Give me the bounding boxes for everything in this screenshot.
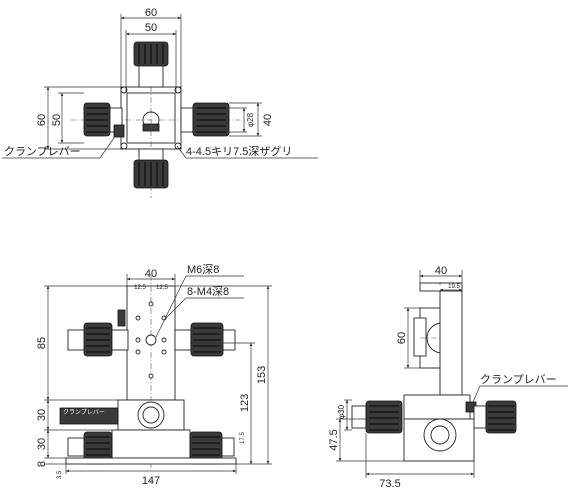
dim-right-123: 123 — [239, 394, 251, 412]
clamp-lever-tag: クランプレバー — [63, 409, 105, 416]
screw-icon — [120, 86, 128, 94]
micrometer-sleeve — [221, 437, 235, 457]
callout-m6: M6深8 — [187, 263, 219, 276]
dim-front-12-5-b: 12.5 — [156, 285, 168, 291]
micrometer-sleeve — [67, 329, 85, 351]
dim-left-3-5: 3.5 — [57, 470, 63, 479]
dim-side-73-5: 73.5 — [379, 478, 400, 490]
dim-front-12-5-a: 12.5 — [134, 285, 146, 291]
callout-mount-holes: 4-4.5キリ7.5深ザグリ — [186, 144, 292, 158]
clamp-lever-bar — [59, 407, 119, 425]
dim-right-40: 40 — [262, 114, 274, 126]
dim-top-60: 60 — [145, 7, 157, 19]
micrometer-sleeve — [351, 405, 367, 429]
base-plate — [65, 457, 237, 465]
dim-left-85: 85 — [36, 337, 48, 349]
callout-m4: 8-M4深8 — [187, 285, 229, 298]
dim-left-60: 60 — [36, 114, 48, 126]
micrometer-sleeve — [174, 329, 192, 351]
lower-stage — [111, 429, 191, 459]
l-bracket — [439, 282, 463, 396]
front-view: クランプレバー 40 12.5 12.5 M6深8 8-M4深8 — [36, 263, 272, 487]
dim-left-8: 8 — [36, 461, 48, 467]
dim-front-40: 40 — [145, 268, 157, 280]
dim-right-153: 153 — [256, 366, 268, 384]
center-hole — [145, 334, 157, 346]
micrometer-sleeve — [67, 437, 85, 457]
tap-holes — [135, 301, 167, 379]
dim-left-50: 50 — [51, 114, 63, 126]
knob-icon — [485, 400, 517, 434]
screw-icon — [120, 142, 128, 150]
micrometer-sleeve — [473, 405, 487, 429]
side-view: 40 19.5 60 φ30 47.5 73.5 クランプレバー — [328, 265, 568, 490]
dim-side-40: 40 — [435, 265, 447, 277]
dim-right-17-5: 17.5 — [240, 432, 246, 444]
dim-left-30b: 30 — [36, 438, 48, 450]
dim-top-50: 50 — [145, 22, 157, 34]
dim-left-30a: 30 — [36, 409, 48, 421]
micrometer-sleeve — [180, 107, 194, 133]
micrometer-sleeve — [138, 64, 164, 88]
dim-bore-28: φ28 — [246, 112, 255, 127]
dim-bottom-147: 147 — [142, 475, 160, 487]
top-view: 60 50 60 50 40 φ28 クランプレバー 4-4.5キリ7.5深ザグ… — [2, 7, 318, 198]
screw-icon — [174, 142, 182, 150]
dim-side-19-5: 19.5 — [448, 284, 460, 290]
knob-icon — [365, 400, 403, 434]
side-upper-flange — [413, 317, 427, 357]
micrometer-sleeve — [222, 329, 236, 351]
dim-side-60: 60 — [396, 332, 408, 344]
side-rotary-stage — [403, 394, 471, 420]
clamp-lever — [117, 309, 126, 327]
screw-icon — [174, 86, 182, 94]
dim-side-bore-30: φ30 — [337, 404, 346, 419]
micrometer-sleeve — [109, 329, 129, 351]
callout-clamp-lever: クランプレバー — [4, 145, 81, 158]
dim-side-47-5: 47.5 — [328, 429, 340, 450]
clamp-lever — [113, 124, 125, 138]
callout-side-clamp-lever: クランプレバー — [480, 373, 557, 386]
